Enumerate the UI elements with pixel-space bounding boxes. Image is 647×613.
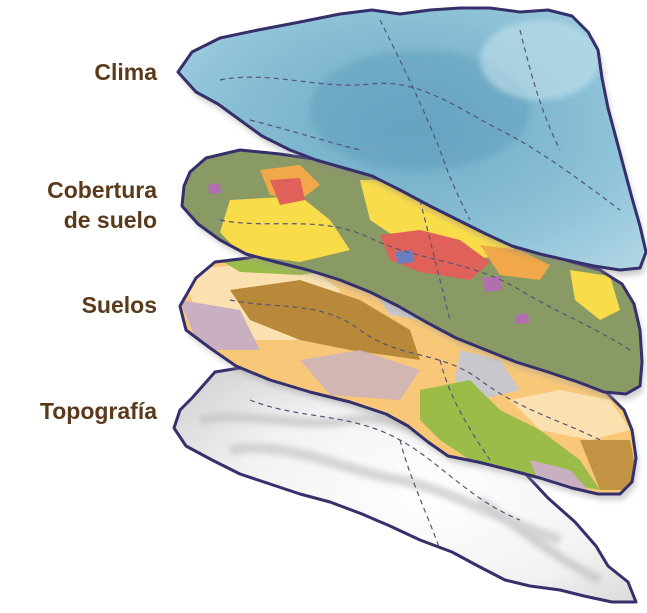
climate-boundary xyxy=(219,76,621,211)
climate-dark-zone xyxy=(310,50,530,170)
cover-blue-patch xyxy=(395,250,414,264)
cover-red-mid xyxy=(380,230,490,280)
layer-label-clima: Clima xyxy=(94,57,157,87)
cover-purple-patch xyxy=(208,183,221,194)
climate-boundary xyxy=(249,119,361,151)
climate-outline xyxy=(176,6,647,272)
soil-green-bottom xyxy=(420,380,600,490)
layer-label-line: Clima xyxy=(94,59,157,85)
soil-peach-right xyxy=(510,390,630,440)
soil-mauve xyxy=(180,300,260,350)
climate-boundary xyxy=(519,29,561,151)
layer-label-line: Topografía xyxy=(39,398,157,424)
layer-label-line: de suelo xyxy=(63,207,157,233)
layer-label-cobertura: Cobertura de suelo xyxy=(47,175,157,235)
climate-light-zone xyxy=(480,20,600,100)
layer-label-topografia: Topografía xyxy=(40,396,157,426)
cover-orange-mid xyxy=(480,245,550,280)
cover-purple-patch xyxy=(482,276,502,292)
cover-yellow-left xyxy=(220,196,350,262)
topography-boundary xyxy=(399,439,441,551)
layer-label-line: Suelos xyxy=(81,292,157,318)
soils-boundary xyxy=(229,299,601,441)
cover-purple-patch xyxy=(515,313,529,324)
layer-label-suelos: Suelos xyxy=(82,290,157,320)
layer-label-line: Cobertura xyxy=(47,177,157,203)
cover-red-left xyxy=(270,178,305,205)
soil-mauve-mid xyxy=(300,350,420,400)
soil-brown xyxy=(230,280,420,360)
land-cover-boundary xyxy=(219,219,631,351)
climate-boundary xyxy=(379,19,471,221)
soil-brown-right xyxy=(580,440,636,490)
soils-boundary xyxy=(439,359,491,461)
land-cover-boundary xyxy=(419,199,451,321)
cover-yellow-right xyxy=(570,270,620,320)
